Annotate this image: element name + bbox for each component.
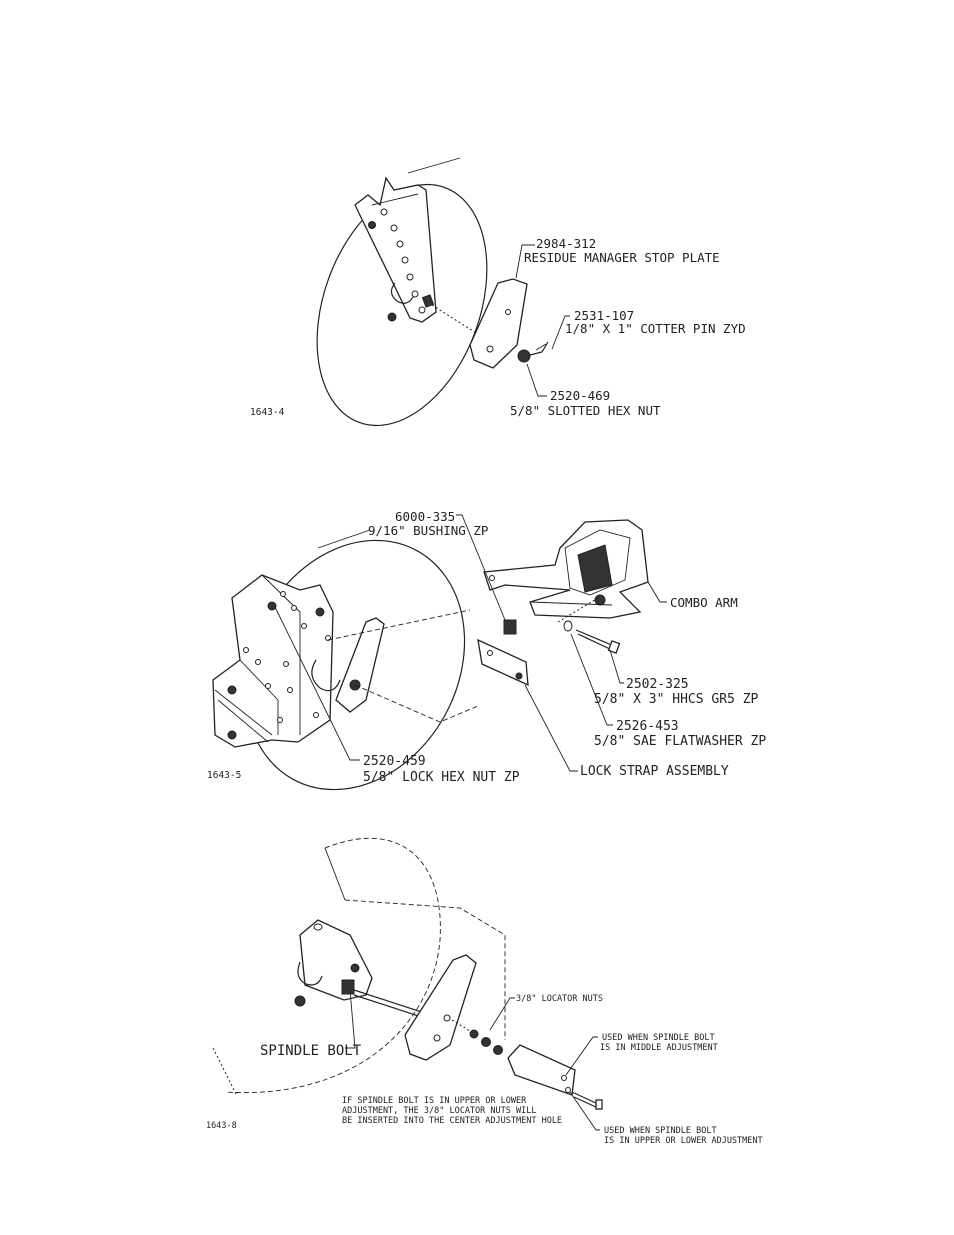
locator-nut	[493, 1045, 503, 1055]
figure-id-1643-8: 1643-8	[206, 1121, 237, 1131]
figure-1643-5: 6000-335 9/16" BUSHING ZP COMBO ARM 2502…	[207, 509, 766, 791]
adjustment-note-line-2: ADJUSTMENT, THE 3/8" LOCATOR NUTS WILL	[342, 1106, 536, 1116]
figure-1643-8: 3/8" LOCATOR NUTS USED WHEN SPINDLE BOLT…	[206, 837, 763, 1146]
stop-plate-description: RESIDUE MANAGER STOP PLATE	[524, 250, 720, 265]
figure-id-1643-4: 1643-4	[250, 407, 285, 418]
figure-1643-4: 2984-312 RESIDUE MANAGER STOP PLATE 2531…	[250, 157, 746, 427]
upper-lower-adjustment-line-2: IS IN UPPER OR LOWER ADJUSTMENT	[604, 1136, 763, 1146]
coulter-shank	[354, 176, 437, 323]
locator-nut	[481, 1037, 491, 1047]
coulter-disc	[316, 183, 488, 427]
slotted-nut-description: 5/8" SLOTTED HEX NUT	[510, 403, 661, 418]
cotter-pin	[529, 341, 549, 356]
combo-arm	[483, 519, 649, 619]
mounting-bracket	[212, 574, 341, 748]
cotter-pin-description: 1/8" X 1" COTTER PIN ZYD	[565, 321, 746, 336]
slotted-nut-part-number: 2520-469	[550, 388, 610, 403]
stop-plate	[335, 617, 385, 713]
bushing-part-number: 6000-335	[395, 509, 455, 524]
lock-nut-part-number: 2520-459	[363, 754, 426, 769]
adjustment-note-line-1: IF SPINDLE BOLT IS IN UPPER OR LOWER	[342, 1096, 527, 1106]
cotter-pin-part-number: 2531-107	[574, 308, 634, 323]
bushing-description: 9/16" BUSHING ZP	[368, 523, 488, 538]
spindle-bolt	[341, 979, 355, 995]
combo-arm-label: COMBO ARM	[670, 595, 738, 610]
stop-plate	[469, 278, 528, 369]
lock-strap	[507, 1044, 576, 1096]
hhcs-description: 5/8" X 3" HHCS GR5 ZP	[594, 692, 759, 707]
adjustment-note-line-3: BE INSERTED INTO THE CENTER ADJUSTMENT H…	[342, 1116, 562, 1126]
flatwasher	[563, 620, 573, 632]
middle-adjustment-line-2: IS IN MIDDLE ADJUSTMENT	[600, 1043, 718, 1053]
bushing	[503, 619, 517, 635]
lock-nut-description: 5/8" LOCK HEX NUT ZP	[363, 770, 520, 785]
flatwasher-part-number: 2526-453	[616, 719, 679, 734]
slotted-hex-nut	[517, 349, 531, 363]
stop-plate-part-number: 2984-312	[536, 236, 596, 251]
lock-strap-label: LOCK STRAP ASSEMBLY	[580, 764, 729, 779]
hhcs-bolt	[575, 629, 615, 647]
coulter-shank	[299, 919, 373, 1001]
middle-adjustment-line-1: USED WHEN SPINDLE BOLT	[602, 1033, 715, 1043]
hhcs-part-number: 2502-325	[626, 677, 689, 692]
spindle-bolt-label: SPINDLE BOLT	[260, 1043, 362, 1059]
coulter-disc	[224, 837, 441, 1094]
locator-nut	[469, 1029, 479, 1039]
upper-lower-adjustment-line-1: USED WHEN SPINDLE BOLT	[604, 1126, 717, 1136]
flatwasher-description: 5/8" SAE FLATWASHER ZP	[594, 734, 766, 749]
stop-plate	[404, 954, 477, 1061]
locator-nuts-label: 3/8" LOCATOR NUTS	[516, 994, 603, 1004]
figure-id-1643-5: 1643-5	[207, 770, 241, 781]
